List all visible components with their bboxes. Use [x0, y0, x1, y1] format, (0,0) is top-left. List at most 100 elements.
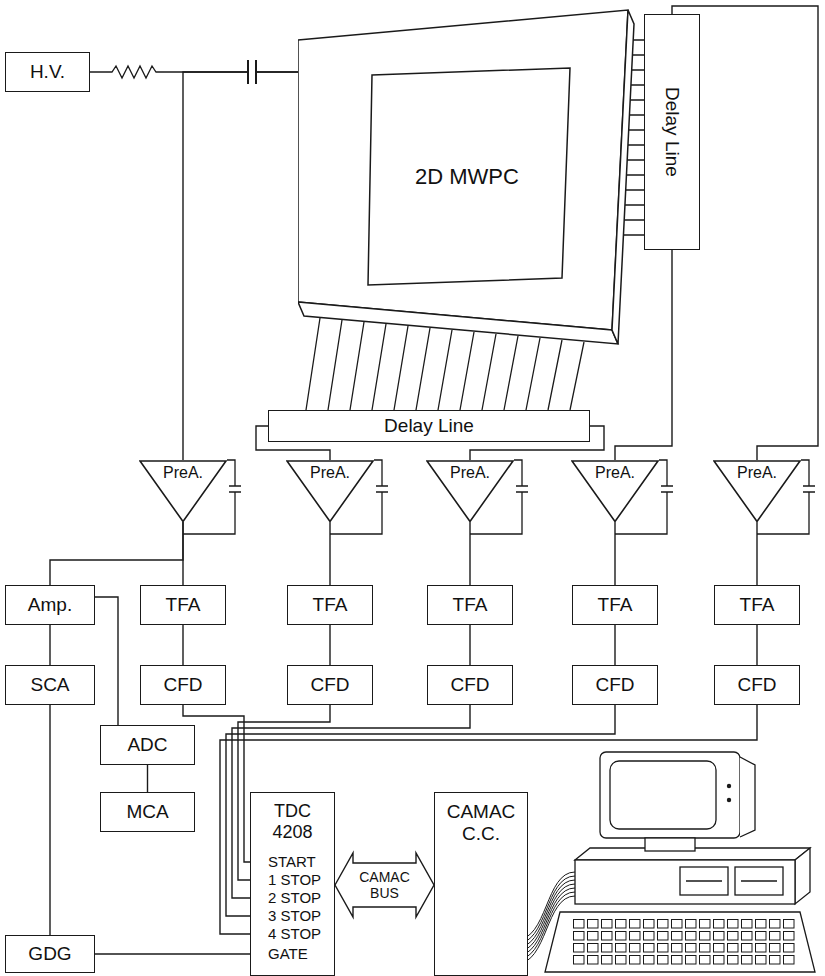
box-label: GDG: [28, 943, 71, 965]
box-label: H.V.: [30, 61, 65, 83]
box-label: TFA: [453, 594, 488, 616]
chamber-window: [368, 68, 570, 285]
chamber: 2D MWPC: [298, 8, 636, 346]
box-label: PreA.: [737, 464, 777, 482]
feedback-capacitors: [183, 460, 815, 534]
box-label: CFD: [595, 674, 634, 696]
box-label: TDC 4208: [263, 801, 323, 842]
box-label: 2D MWPC: [415, 164, 519, 189]
box-label: CAMAC C.C.: [441, 801, 521, 845]
wire: [95, 597, 118, 725]
wire: [756, 625, 757, 665]
monitor-knob: [727, 784, 731, 788]
monitor-screen: [610, 761, 716, 829]
delay-line-box: Delay Line: [644, 14, 700, 250]
box-label: Delay Line: [661, 87, 683, 177]
tfa-box: TFA: [140, 585, 226, 625]
preamp-triangle: PreA.: [571, 460, 659, 522]
bus-label: CAMAC BUS: [354, 869, 416, 901]
cfd-box: CFD: [572, 665, 658, 705]
box-label: PreA.: [310, 464, 350, 482]
system-unit-side: [795, 848, 810, 904]
camac-controller: CAMAC C.C.: [434, 792, 528, 976]
wire: [50, 522, 183, 585]
box-label: Delay Line: [384, 415, 474, 437]
box-label: CFD: [163, 674, 202, 696]
box-label: TFA: [313, 594, 348, 616]
box-label: SCA: [30, 674, 69, 696]
monitor-side: [740, 757, 755, 837]
keyboard-body: [545, 912, 815, 972]
wire: [469, 522, 470, 585]
box-label: MCA: [126, 801, 168, 823]
preamp-triangle: PreA.: [139, 460, 227, 522]
wire-gap: [249, 64, 255, 80]
wire-gap: [106, 62, 164, 82]
box-label: ADC: [127, 734, 167, 756]
wire: [49, 705, 50, 935]
wire: [469, 625, 470, 665]
wire: [614, 625, 615, 665]
chamber-face: [298, 10, 628, 330]
pin-name: 4 STOP: [268, 925, 321, 943]
wire: [756, 522, 757, 585]
resistor-symbol: [106, 66, 164, 78]
wire: [182, 625, 183, 665]
box-label: TFA: [166, 594, 201, 616]
mca-box: MCA: [100, 792, 195, 832]
preamp-triangle-shape: [572, 461, 658, 522]
tfa-box: TFA: [572, 585, 658, 625]
system-unit-front: [575, 860, 795, 904]
wire: [329, 625, 330, 665]
sca-box: SCA: [5, 665, 95, 705]
wire: [147, 765, 148, 792]
amplifier-box: Amp.: [5, 585, 95, 625]
box-label: TFA: [740, 594, 775, 616]
box-label: CFD: [450, 674, 489, 696]
cfd-box: CFD: [427, 665, 513, 705]
preamp-triangle-shape: [714, 461, 800, 522]
box-label: PreA.: [450, 464, 490, 482]
cfd-box: CFD: [140, 665, 226, 705]
bus-arrow: [335, 853, 434, 917]
wire: [95, 953, 250, 954]
wire: [329, 522, 330, 585]
wire: [614, 522, 615, 585]
gdg-box: GDG: [5, 935, 95, 973]
preamp-triangle: PreA.: [426, 460, 514, 522]
tfa-box: TFA: [287, 585, 373, 625]
pin-name: 3 STOP: [268, 907, 321, 925]
box-label: PreA.: [163, 464, 203, 482]
preamp-triangle: PreA.: [286, 460, 374, 522]
chamber-face: [612, 10, 634, 344]
wire: [615, 250, 672, 460]
monitor-stand: [645, 838, 695, 851]
tfa-box: TFA: [427, 585, 513, 625]
pin-name: 2 STOP: [268, 889, 321, 907]
pin-name: GATE: [268, 945, 308, 963]
monitor-case: [600, 752, 740, 838]
monitor-knob: [727, 798, 731, 802]
preamp-triangle-shape: [287, 461, 373, 522]
floppy-slot: [686, 880, 777, 881]
box-label: CFD: [310, 674, 349, 696]
adc-box: ADC: [100, 725, 195, 765]
pin-name: START: [268, 853, 316, 871]
hv-supply-box: H.V.: [5, 52, 90, 92]
box-label: CFD: [737, 674, 776, 696]
capacitor-symbol: [248, 60, 256, 84]
cfd-box: CFD: [714, 665, 800, 705]
pin-name: 1 STOP: [268, 871, 321, 889]
tfa-box: TFA: [714, 585, 800, 625]
box-label: TFA: [598, 594, 633, 616]
keyboard-keys: [572, 918, 796, 966]
preamp-triangle: PreA.: [713, 460, 801, 522]
delay-line-box: Delay Line: [268, 410, 590, 442]
cfd-box: CFD: [287, 665, 373, 705]
wire: [49, 625, 50, 665]
chamber-face: [298, 302, 618, 344]
